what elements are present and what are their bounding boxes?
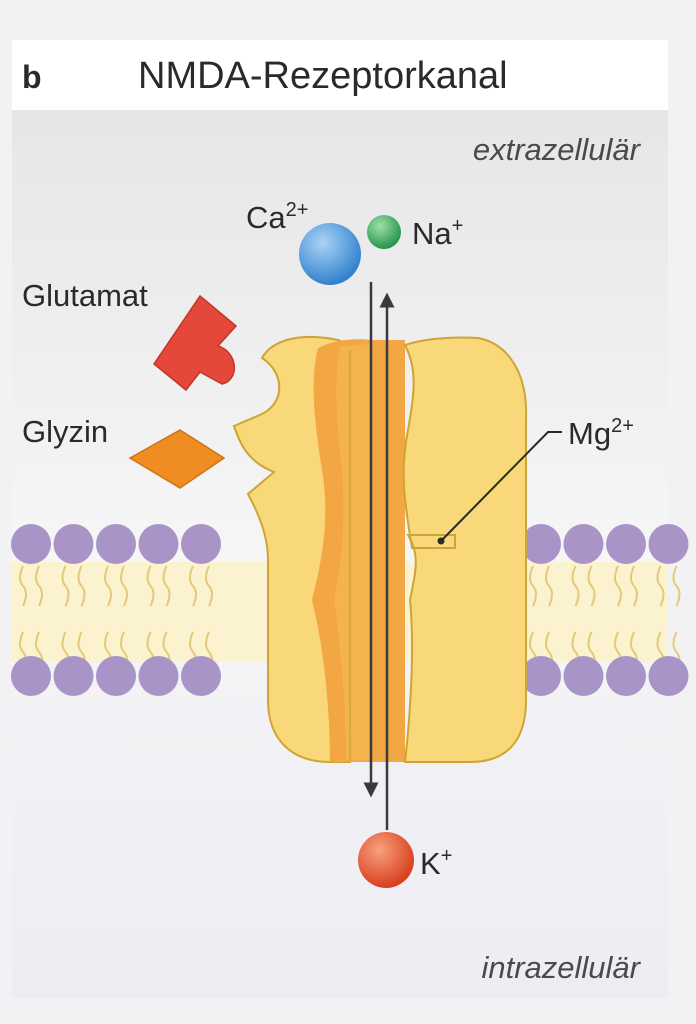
cell-membrane: [11, 524, 689, 696]
figure-title: NMDA-Rezeptorkanal: [138, 55, 508, 97]
intracellular-label: intrazellulär: [481, 950, 641, 985]
magnesium-label: Mg2+: [568, 415, 634, 451]
lipid-tail: [529, 565, 537, 607]
lipid-heads-inner: [11, 656, 689, 696]
magnesium-pointer-line: [440, 431, 562, 542]
glutamate-label: Glutamat: [22, 278, 148, 313]
lipid-head: [563, 656, 604, 696]
lipid-head: [606, 524, 646, 564]
lipid-heads-outer: [11, 524, 689, 564]
sodium-label: Na+: [412, 215, 463, 251]
glutamate-molecule: [152, 294, 238, 392]
lipid-head: [648, 524, 689, 564]
lipid-head: [11, 656, 51, 696]
lipid-tail: [120, 565, 128, 607]
lipid-tail: [162, 565, 171, 607]
lipid-tail: [104, 565, 112, 607]
receptor-pore-highlight: [334, 344, 372, 760]
calcium-label: Ca2+: [246, 199, 308, 235]
lipid-tail: [146, 565, 155, 607]
lipid-tail: [35, 565, 43, 607]
lipid-tail: [630, 565, 638, 607]
lipid-head: [53, 524, 94, 564]
receptor-right-subunit: [402, 336, 528, 763]
lipid-tail: [545, 565, 553, 607]
sodium-ion: [367, 215, 401, 249]
lipid-head: [563, 524, 604, 564]
lipid-head: [648, 656, 689, 696]
potassium-ion: [358, 832, 414, 888]
lipid-head: [11, 524, 51, 564]
lipid-head: [181, 656, 221, 696]
lipid-tail: [61, 565, 70, 607]
lipid-head: [181, 524, 221, 564]
glycine-label: Glyzin: [22, 414, 108, 449]
header-band: [12, 40, 668, 110]
magnesium-site: [437, 537, 445, 545]
lipid-tail: [19, 565, 27, 607]
calcium-ion: [299, 223, 361, 285]
potassium-label: K+: [420, 845, 452, 881]
lipid-head: [138, 524, 179, 564]
lipid-head: [521, 656, 561, 696]
lipid-tail: [587, 565, 596, 607]
lipid-head: [521, 524, 561, 564]
lipid-tail: [77, 565, 86, 607]
extracellular-label: extrazellulär: [473, 132, 642, 167]
lipid-tail: [672, 565, 681, 607]
nmda-receptor: [232, 335, 528, 763]
lipid-tail: [205, 565, 213, 607]
lipid-tail: [614, 565, 622, 607]
lipid-tail: [571, 565, 580, 607]
lipid-head: [96, 656, 136, 696]
lipid-head: [606, 656, 646, 696]
panel-letter: b: [22, 59, 42, 95]
lipid-head: [53, 656, 94, 696]
lipid-tail: [189, 565, 197, 607]
glycine-molecule: [128, 429, 226, 489]
lipid-head: [138, 656, 179, 696]
lipid-head: [96, 524, 136, 564]
lipid-tail: [656, 565, 665, 607]
